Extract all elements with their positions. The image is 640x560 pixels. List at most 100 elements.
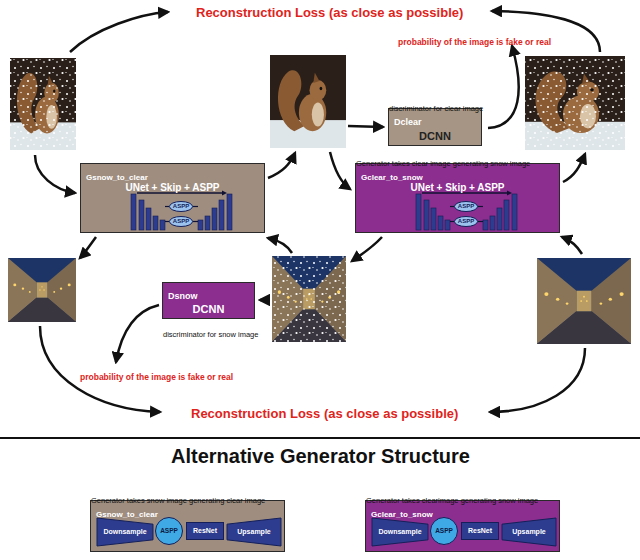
shape-text: ASPP	[458, 203, 474, 210]
downsample-block: Downsample	[97, 518, 153, 546]
loss-label: Reconstruction Loss (as close as possibl…	[196, 5, 463, 20]
flow-arrow	[260, 299, 270, 302]
flow-arrow	[563, 154, 585, 182]
section-heading: Alternative Generator Structure	[171, 445, 470, 467]
generator-box: Generator takes snow image generating cl…	[90, 500, 285, 552]
box-heading: Gclear_to_snow	[371, 510, 433, 519]
label-slot: Alternative Generator Structure	[171, 445, 470, 468]
aspp-oval: ASPP	[454, 201, 478, 212]
text-slot: discriminator for snow image	[163, 323, 258, 341]
aspp-link	[450, 206, 454, 207]
flow-arrow	[70, 12, 168, 52]
shape-text: ASPP	[435, 527, 453, 534]
aspp-circle: ASPP	[430, 517, 458, 545]
shape-text: ASPP	[160, 527, 178, 534]
label-slot: probability of the image is fake or real	[398, 31, 551, 49]
text-slot: DCNN	[389, 126, 481, 144]
aspp-shape	[455, 217, 478, 227]
unet-layer	[512, 194, 517, 230]
resnet-block: ResNet	[186, 522, 224, 540]
text-slot: Gclear_to_snow	[361, 166, 423, 184]
shape-text: ResNet	[468, 527, 492, 535]
flow-arrow	[352, 237, 382, 261]
shape-text: ASPP	[458, 218, 474, 225]
unet-layer	[424, 200, 429, 230]
reconstructed-street-photo	[537, 258, 631, 344]
box-body: DCNN	[193, 303, 225, 315]
aspp-circle: ASPP	[155, 517, 183, 545]
text-slot: UNet + Skip + ASPP	[356, 177, 559, 195]
box-body: DCNN	[419, 130, 451, 142]
aspp-shape	[170, 217, 193, 227]
shape-text: Downsample	[103, 528, 146, 536]
text-slot: Gclear_to_snow	[371, 503, 433, 521]
aspp-link	[478, 221, 483, 222]
snowy-squirrel-photo	[10, 58, 76, 150]
resnet-block: ResNet	[461, 522, 499, 540]
unet-layer	[490, 216, 495, 230]
box-caption: Generator takes snow image generating cl…	[91, 496, 265, 505]
flow-arrow	[35, 155, 75, 193]
box-heading: Dsnow	[168, 291, 198, 301]
downsample-block: Downsample	[372, 518, 428, 546]
generator-box: Gsnow_to_clearUNet + Skip + ASPPASPPASPP	[80, 163, 265, 233]
skip-arrow-head	[507, 191, 512, 196]
box-caption: Generator takes clear image generating s…	[356, 159, 530, 168]
flow-arrow	[330, 152, 350, 189]
unet-layer	[131, 194, 136, 230]
aspp-link	[450, 221, 454, 222]
unet-layer	[212, 208, 217, 230]
unet-layer	[416, 194, 421, 230]
unet-layer	[198, 220, 203, 230]
snow-overlay	[525, 56, 625, 150]
flow-arrow	[490, 348, 585, 412]
aspp-shape	[431, 518, 458, 545]
text-slot: Dsnow	[168, 285, 198, 303]
flow-arrow	[268, 153, 295, 178]
text-slot: Generator takes snow image generating cl…	[91, 489, 265, 507]
aspp-shape	[455, 202, 478, 212]
downsample-shape	[372, 518, 428, 546]
snowy-street-photo	[272, 256, 346, 342]
flow-arrow	[80, 237, 96, 258]
unet-layer	[504, 200, 509, 230]
shape-text: Upsample	[237, 528, 270, 536]
unet-layer	[219, 200, 224, 230]
text-slot: Generator takes clearimage generating sn…	[366, 489, 538, 507]
upsample-shape	[502, 518, 556, 546]
clear-street-photo	[8, 258, 76, 322]
aspp-oval: ASPP	[169, 201, 193, 212]
unet-layer	[483, 220, 488, 230]
aspp-link	[193, 221, 198, 222]
box-caption: Generator takes clearimage generating sn…	[366, 496, 538, 505]
aspp-oval: ASPP	[454, 216, 478, 227]
text-slot: Gsnow_to_clear	[96, 503, 158, 521]
unet-layer	[205, 216, 210, 230]
unet-layer	[146, 208, 151, 230]
snow-overlay	[272, 256, 346, 342]
text-slot: DCNN	[163, 299, 254, 317]
box-heading: Dclear	[394, 117, 422, 127]
loss-label: Reconstruction Loss (as close as possibl…	[191, 406, 458, 421]
unet-layer	[160, 220, 165, 230]
box-caption: discriminator for clear image	[389, 104, 483, 113]
flow-arrow	[562, 237, 582, 254]
label-slot: Reconstruction Loss (as close as possibl…	[196, 3, 463, 21]
clear-squirrel-photo	[270, 55, 346, 148]
aspp-oval: ASPP	[169, 216, 193, 227]
downsample-shape	[97, 518, 153, 546]
flow-arrow	[40, 326, 160, 412]
label-slot: probability of the image is fake or real	[80, 366, 233, 384]
shape-text: Upsample	[512, 528, 545, 536]
upsample-block: Upsample	[502, 518, 556, 546]
unet-layer	[227, 194, 232, 230]
upsample-block: Upsample	[227, 518, 281, 546]
discriminator-box: discriminator for clear imageDclearDCNN	[388, 108, 482, 146]
skip-arrow-head	[222, 191, 227, 196]
shape-text: ResNet	[193, 527, 217, 535]
box-body: UNet + Skip + ASPP	[125, 182, 219, 193]
generator-box: Generator takes clearimage generating sn…	[365, 500, 560, 552]
box-heading: Gsnow_to_clear	[96, 510, 158, 519]
